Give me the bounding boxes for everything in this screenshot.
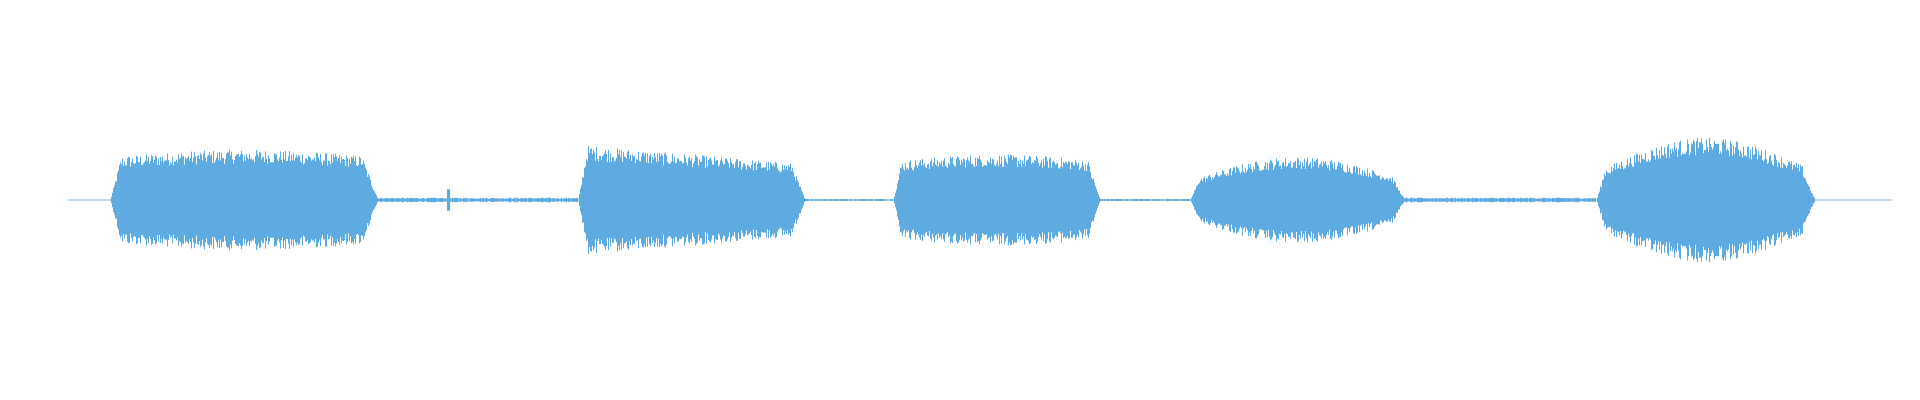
waveform-bars xyxy=(110,137,1815,263)
waveform-quiet xyxy=(378,189,578,211)
waveform-burst xyxy=(110,149,378,251)
waveform-quiet xyxy=(1405,197,1596,203)
waveform-quiet xyxy=(1100,198,1190,202)
waveform-burst xyxy=(893,154,1100,246)
waveform-burst xyxy=(1190,157,1405,243)
waveform-quiet xyxy=(805,198,893,202)
waveform-burst xyxy=(1596,137,1815,263)
waveform-burst xyxy=(578,146,805,254)
